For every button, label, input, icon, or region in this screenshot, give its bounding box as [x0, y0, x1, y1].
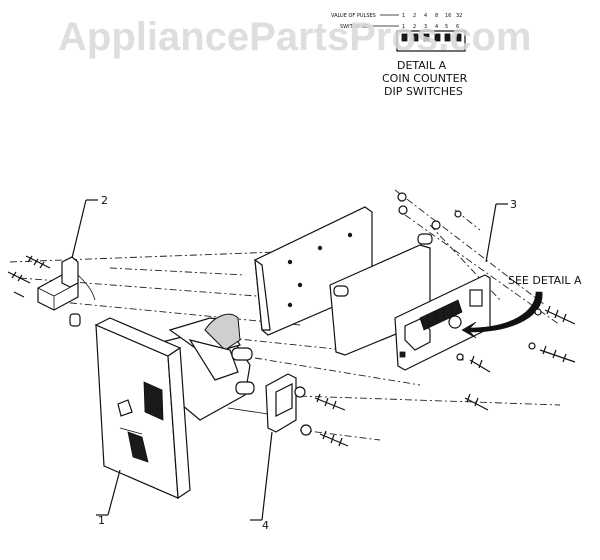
detail-a-inset: VALUE OF PULSES SWITCH NO. 1 2 4 8 16 32… [331, 13, 468, 98]
coin-counter-caption: COIN COUNTER [382, 72, 468, 85]
screw-icon [314, 393, 346, 411]
nut-icon [397, 192, 407, 202]
washer-icon [456, 353, 464, 361]
dip-switch-toggles [401, 33, 462, 42]
see-detail-a-label: SEE DETAIL A [508, 274, 582, 287]
dip-switch-icon [419, 299, 463, 331]
callout-part-2: 2 [101, 194, 108, 207]
dip-toggle [455, 33, 462, 42]
switch-number-label: SWITCH NO. [340, 24, 371, 30]
detail-a-caption: DETAIL A [397, 59, 447, 72]
dip-toggle [444, 33, 451, 42]
callout-part-4: 4 [262, 519, 269, 532]
callout-part-3: 3 [510, 198, 517, 211]
connector-icon [469, 289, 483, 307]
pulse-value: 32 [456, 13, 462, 19]
pulse-value: 4 [424, 13, 427, 19]
spacer-icon [69, 313, 81, 327]
coin-return-icon [127, 431, 149, 463]
pulse-value: 2 [413, 13, 416, 19]
washer-icon [528, 342, 536, 350]
nut-icon [454, 210, 462, 218]
mounting-hardware [397, 192, 576, 411]
trimmer-icon [448, 315, 462, 329]
screw-icon [13, 291, 25, 298]
switch-number: 4 [435, 24, 438, 30]
dip-toggle [401, 33, 408, 42]
pulse-value: 16 [445, 13, 451, 19]
screw-icon [319, 430, 349, 447]
switch-number: 3 [424, 24, 427, 30]
panel-side-edge [167, 346, 191, 500]
chute-bracket [188, 339, 239, 381]
spacer-icon [235, 381, 255, 395]
switch-bracket [61, 256, 79, 288]
screw-icon [7, 271, 31, 284]
dip-switches-caption: DIP SWITCHES [384, 85, 463, 98]
watermark: AppliancePartsPros.com [58, 15, 532, 59]
washer-icon [534, 308, 542, 316]
switch-number-row: 1 2 3 4 5 6 [402, 24, 459, 30]
mounting-bracket [254, 206, 373, 336]
dip-toggle [434, 33, 441, 42]
spacer-icon [333, 285, 349, 297]
pulse-value-row: 1 2 4 8 16 32 [402, 13, 462, 19]
dip-toggle [412, 33, 419, 42]
washer-icon [300, 424, 312, 436]
nut-icon [398, 205, 408, 215]
coin-slot-icon [143, 381, 164, 421]
switch-number: 6 [456, 24, 459, 30]
screw-icon [464, 393, 489, 411]
part-4-switch-bracket: 4 [227, 373, 349, 532]
part-1-coin-chute-panel: 1 [94, 313, 255, 527]
pulse-value: 8 [435, 13, 438, 19]
callout-part-1: 1 [98, 514, 105, 527]
dip-toggle [423, 33, 430, 42]
part-2-switch-assembly: 2 [7, 194, 108, 327]
spacer-icon [417, 233, 433, 245]
screw-icon [25, 255, 51, 269]
bracket-switch [275, 383, 293, 417]
washer-icon [294, 386, 306, 398]
switch-number: 2 [413, 24, 416, 30]
screw-icon [544, 305, 576, 325]
screw-icon [539, 345, 576, 363]
reject-button-icon [117, 399, 133, 417]
switch-number: 1 [402, 24, 405, 30]
coin-track [204, 313, 241, 351]
nut-icon [431, 220, 441, 230]
bracket-flange [254, 258, 271, 331]
spacer-icon [231, 347, 253, 361]
pulse-value: 1 [402, 13, 405, 19]
screw-icon [469, 355, 491, 373]
pulse-value-label: VALUE OF PULSES [331, 13, 376, 19]
switch-number: 5 [445, 24, 448, 30]
